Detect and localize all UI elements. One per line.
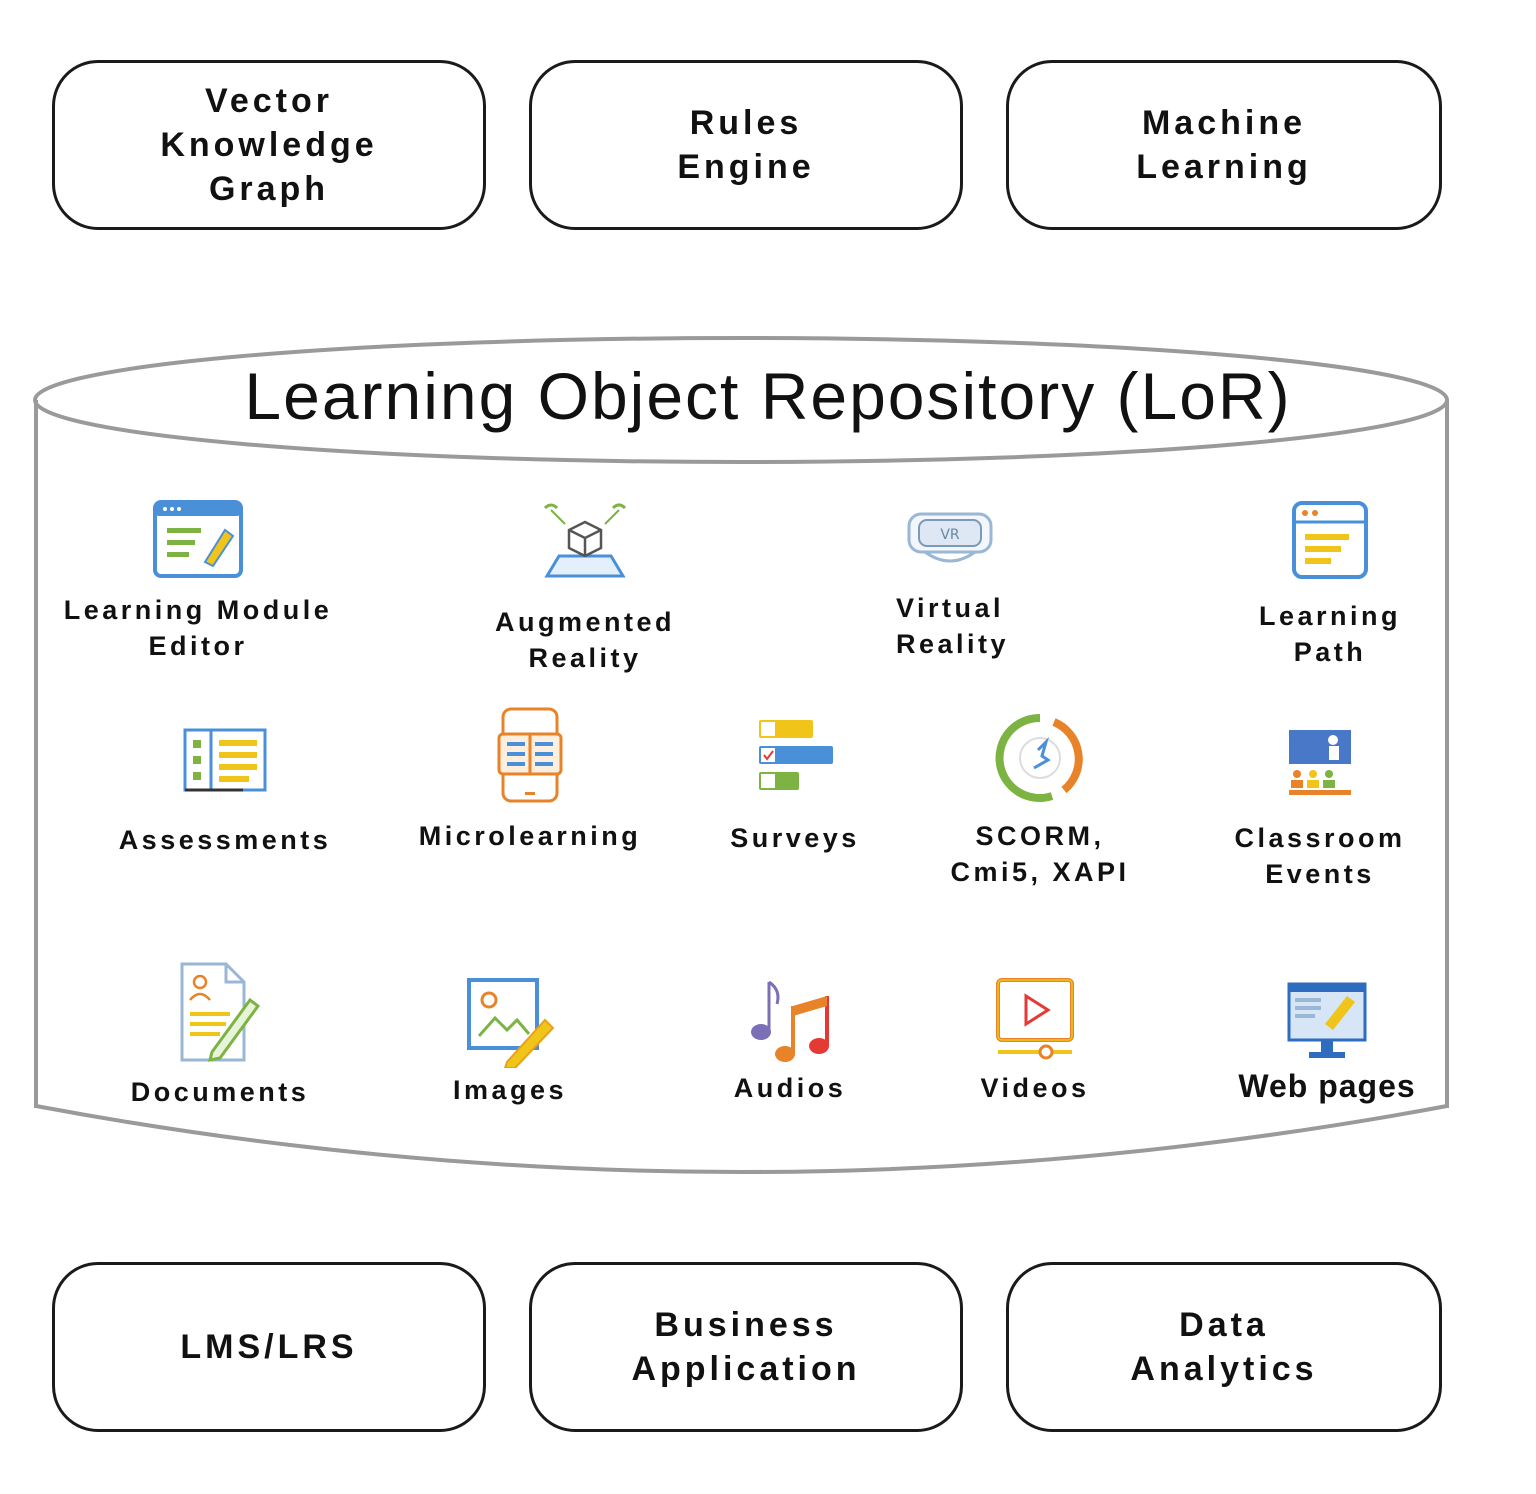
- ar-cube-icon: [543, 503, 627, 578]
- box-line: Application: [631, 1350, 861, 1388]
- item-label: SCORM,: [975, 821, 1105, 851]
- item-images: Images: [400, 976, 620, 1108]
- item-label: Learning: [1258, 601, 1401, 631]
- box-line: LMS/LRS: [180, 1328, 358, 1366]
- item-label: Web pages: [1238, 1068, 1416, 1104]
- item-label: Assessments: [118, 825, 332, 855]
- survey-bars-icon: [759, 720, 833, 790]
- item-web-pages: Web pages: [1210, 978, 1444, 1104]
- web-monitor-icon: [1287, 982, 1367, 1058]
- video-player-icon: [996, 978, 1074, 1060]
- box-line: Business: [654, 1306, 838, 1344]
- item-label: Augmented: [495, 607, 675, 637]
- box-line: Engine: [677, 148, 815, 186]
- box-line: Vector: [205, 82, 333, 120]
- item-label: Classroom: [1234, 823, 1406, 853]
- cylinder-bottom-curve: [35, 1104, 1448, 1174]
- path-window-icon: [1292, 501, 1368, 579]
- svg-text:VR: VR: [940, 527, 960, 543]
- item-label: Path: [1293, 637, 1367, 667]
- document-pen-icon: [180, 962, 261, 1062]
- item-label: Documents: [130, 1077, 310, 1107]
- item-label: Events: [1265, 859, 1375, 889]
- item-videos: Videos: [940, 976, 1130, 1106]
- editor-window-icon: [153, 500, 243, 578]
- bottom-box-lms-lrs: LMS/LRS: [52, 1262, 486, 1432]
- scorm-ring-icon: [995, 713, 1083, 802]
- item-label: Learning Module: [63, 595, 333, 625]
- item-documents: Documents: [110, 960, 330, 1110]
- item-label: Audios: [733, 1073, 847, 1103]
- image-pencil-icon: [467, 978, 555, 1068]
- repository-title: Learning Object Repository (LoR): [244, 359, 1292, 433]
- box-line: Graph: [208, 170, 330, 208]
- phone-book-icon: [497, 707, 563, 803]
- box-line: Data: [1179, 1306, 1269, 1344]
- box-line: Learning: [1136, 148, 1312, 186]
- item-label: Reality: [528, 643, 642, 673]
- item-label: Editor: [148, 631, 248, 661]
- music-notes-icon: [751, 980, 829, 1062]
- box-line: Knowledge: [160, 126, 378, 164]
- vr-headset-icon: VR: [907, 512, 993, 563]
- item-label: Virtual: [896, 593, 1005, 623]
- item-label: Videos: [980, 1073, 1090, 1103]
- box-line: Machine: [1141, 104, 1307, 142]
- item-assessments: Assessments: [90, 726, 360, 858]
- item-label: Reality: [896, 629, 1010, 659]
- item-microlearning: Microlearning: [410, 706, 650, 854]
- item-audios: Audios: [700, 976, 880, 1106]
- item-surveys: Surveys: [705, 716, 885, 856]
- item-label: Images: [452, 1075, 568, 1105]
- classroom-icon: [1289, 730, 1351, 795]
- item-label: Surveys: [730, 823, 860, 853]
- assessment-list-icon: [183, 728, 267, 792]
- box-line: Rules: [689, 104, 803, 142]
- item-label: Cmi5, XAPI: [950, 857, 1130, 887]
- item-scorm: SCORM, Cmi5, XAPI: [935, 712, 1145, 890]
- box-line: Analytics: [1130, 1350, 1318, 1388]
- item-label: Microlearning: [418, 821, 642, 851]
